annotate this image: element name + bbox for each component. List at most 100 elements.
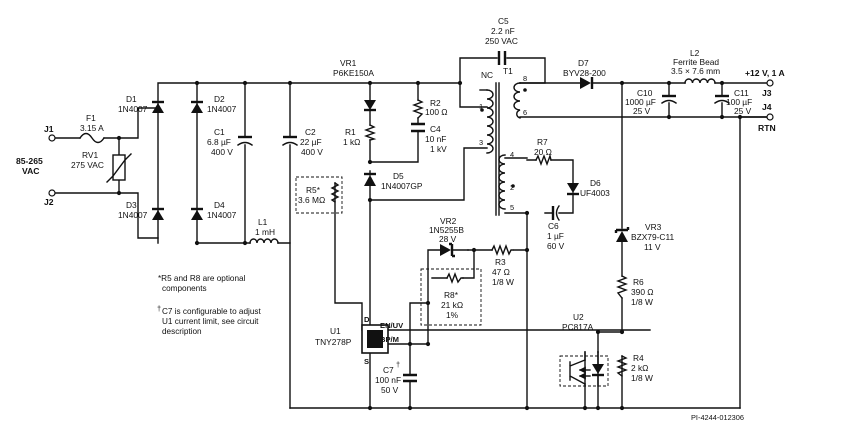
svg-text:1N4007: 1N4007 <box>207 104 237 114</box>
capacitor-c5: C5 2.2 nF 250 VAC <box>485 16 518 65</box>
svg-text:1 µF: 1 µF <box>547 231 564 241</box>
ic-u1: D S EN/UV BP/M U1 TNY278P <box>315 315 404 366</box>
svg-text:D: D <box>364 315 370 324</box>
svg-text:390 Ω: 390 Ω <box>631 287 654 297</box>
input-voltage-label: 85-265 <box>16 156 43 166</box>
svg-text:BZX79-C11: BZX79-C11 <box>631 232 674 242</box>
svg-text:C11: C11 <box>734 88 749 98</box>
svg-text:UF4003: UF4003 <box>580 188 610 198</box>
svg-text:8: 8 <box>523 74 527 83</box>
terminal-j1-label: J1 <box>44 124 54 134</box>
svg-text:20 Ω: 20 Ω <box>534 147 552 157</box>
svg-text:1/8 W: 1/8 W <box>492 277 514 287</box>
svg-text:D5: D5 <box>393 171 404 181</box>
svg-text:D1: D1 <box>126 94 137 104</box>
note-c7-line1: C7 is configurable to adjust <box>162 307 261 316</box>
svg-text:D7: D7 <box>578 58 589 68</box>
zener-vr2: VR2 1N5255B 28 V <box>429 216 469 258</box>
svg-text:2 kΩ: 2 kΩ <box>631 363 648 373</box>
svg-text:3: 3 <box>479 138 483 147</box>
svg-text:L1: L1 <box>258 217 268 227</box>
svg-text:VR2: VR2 <box>440 216 457 226</box>
resistor-r2: R2 100 Ω <box>412 98 448 119</box>
note-c7-line3: description <box>162 327 202 336</box>
svg-text:2: 2 <box>510 183 514 192</box>
resistor-r1: R1 1 kΩ <box>343 124 377 147</box>
svg-text:RV1: RV1 <box>82 150 98 160</box>
svg-text:R3: R3 <box>495 257 506 267</box>
svg-text:21 kΩ: 21 kΩ <box>441 300 463 310</box>
svg-text:PC817A: PC817A <box>562 322 594 332</box>
svg-text:10 nF: 10 nF <box>425 134 446 144</box>
svg-text:C1: C1 <box>214 127 225 137</box>
terminal-j2: J2 <box>44 189 56 207</box>
svg-text:250 VAC: 250 VAC <box>485 36 518 46</box>
svg-text:T1: T1 <box>503 66 513 76</box>
svg-text:TNY278P: TNY278P <box>315 337 352 347</box>
svg-text:2.2 nF: 2.2 nF <box>491 26 515 36</box>
capacitor-c6: C6 1 µF 60 V <box>547 205 565 251</box>
svg-text:1N4007: 1N4007 <box>118 104 148 114</box>
svg-text:50 V: 50 V <box>381 385 399 395</box>
svg-text:U2: U2 <box>573 312 584 322</box>
svg-text:S: S <box>364 357 369 366</box>
svg-text:†: † <box>396 360 400 369</box>
tvs-vr1: VR1 P6KE150A <box>333 58 376 112</box>
output-return-label: RTN <box>758 123 776 133</box>
svg-text:6: 6 <box>523 108 527 117</box>
svg-text:3.15 A: 3.15 A <box>80 123 104 133</box>
svg-text:100 nF: 100 nF <box>375 375 401 385</box>
svg-text:1 kV: 1 kV <box>430 144 447 154</box>
terminal-j3-label: J3 <box>762 88 772 98</box>
svg-text:C7: C7 <box>383 365 394 375</box>
svg-text:C2: C2 <box>305 127 316 137</box>
svg-text:C5: C5 <box>498 16 509 26</box>
transformer-t1: NC T1 1 3 4 2 5 8 6 <box>479 66 527 216</box>
zener-vr3: VR3 BZX79-C11 11 V <box>614 222 674 252</box>
svg-text:100 µF: 100 µF <box>726 97 752 107</box>
svg-text:4: 4 <box>510 150 514 159</box>
svg-text:1N5255B: 1N5255B <box>429 225 464 235</box>
svg-text:VR3: VR3 <box>645 222 662 232</box>
svg-text:28 V: 28 V <box>439 234 457 244</box>
capacitor-c1: C1 6.8 µF 400 V <box>207 127 253 157</box>
resistor-r4: R4 2 kΩ 1/8 W <box>616 353 653 383</box>
svg-text:D2: D2 <box>214 94 225 104</box>
input-voltage-unit: VAC <box>22 166 40 176</box>
svg-text:47 Ω: 47 Ω <box>492 267 510 277</box>
resistor-r5: R5* 3.6 MΩ <box>295 176 343 214</box>
svg-text:400 V: 400 V <box>301 147 323 157</box>
svg-text:R4: R4 <box>633 353 644 363</box>
svg-text:1/8 W: 1/8 W <box>631 297 653 307</box>
ferrite-bead-l2: L2 Ferrite Bead 3.5 × 7.6 mm <box>671 48 720 84</box>
svg-text:3.6 MΩ: 3.6 MΩ <box>298 195 325 205</box>
terminal-j4: J4 <box>762 102 774 121</box>
svg-text:100 Ω: 100 Ω <box>425 107 448 117</box>
diode-d4: D4 1N4007 <box>191 200 237 220</box>
resistor-r3: R3 47 Ω 1/8 W <box>491 244 514 287</box>
svg-text:C10: C10 <box>637 88 653 98</box>
svg-text:5: 5 <box>510 203 514 212</box>
svg-text:D4: D4 <box>214 200 225 210</box>
svg-text:D3: D3 <box>126 200 137 210</box>
optocoupler-u2: U2 PC817A <box>559 312 609 387</box>
svg-text:25 V: 25 V <box>633 106 651 116</box>
svg-text:R7: R7 <box>537 137 548 147</box>
svg-text:R2: R2 <box>430 98 441 108</box>
svg-text:25 V: 25 V <box>734 106 752 116</box>
resistor-r6: R6 390 Ω 1/8 W <box>616 275 654 307</box>
fuse-f1: F1 3.15 A <box>79 113 105 144</box>
resistor-r7: R7 20 Ω <box>534 137 552 166</box>
terminal-j4-label: J4 <box>762 102 772 112</box>
svg-text:EN/UV: EN/UV <box>380 321 404 330</box>
svg-text:R1: R1 <box>345 127 356 137</box>
svg-text:R5*: R5* <box>306 185 321 195</box>
drawing-id: PI-4244-012306 <box>691 413 744 422</box>
diode-d2: D2 1N4007 <box>191 94 237 114</box>
output-voltage-label: +12 V, 1 A <box>745 68 785 78</box>
svg-text:275 VAC: 275 VAC <box>71 160 104 170</box>
diode-d1: D1 1N4007 <box>118 94 164 114</box>
svg-text:Ferrite Bead: Ferrite Bead <box>673 57 719 67</box>
terminal-j2-label: J2 <box>44 197 54 207</box>
note-dagger: † <box>157 304 161 313</box>
